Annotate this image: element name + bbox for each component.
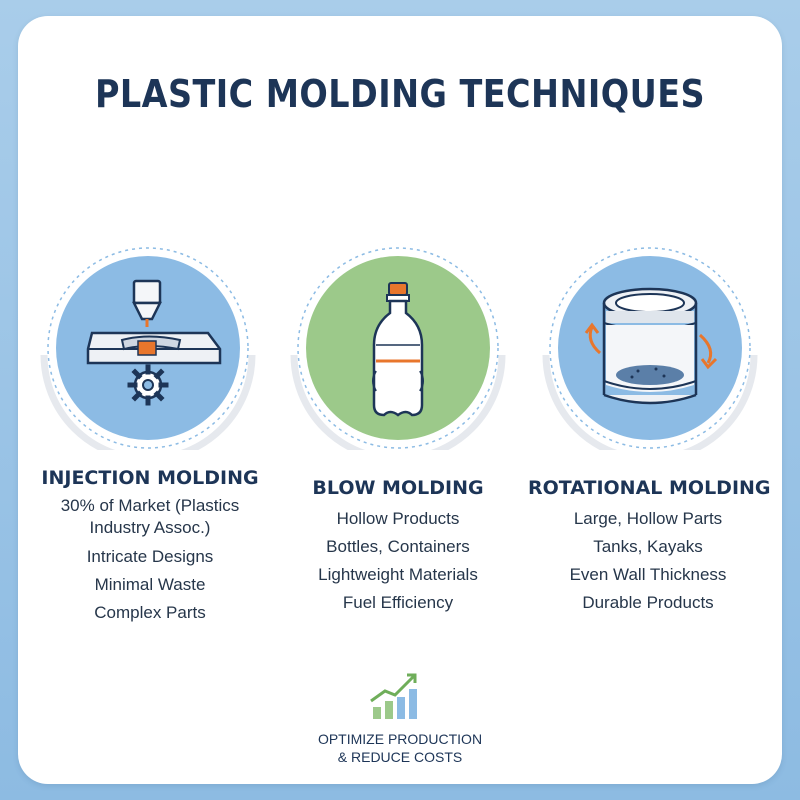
column-line: Lightweight Materials: [318, 565, 478, 584]
column-rotational-molding: ROTATIONAL MOLDING Large, Hollow Parts T…: [528, 245, 771, 617]
column-injection-molding: INJECTION MOLDING 30% of Market (Plastic…: [30, 245, 270, 627]
column-line: Bottles, Containers: [326, 537, 470, 556]
column-line: Large, Hollow Parts: [573, 509, 723, 528]
bottle-icon: [278, 245, 518, 450]
rotating-drum-icon: [528, 245, 768, 450]
column-line: Fuel Efficiency: [342, 593, 454, 612]
column-lines: Large, Hollow Parts Tanks, Kayaks Even W…: [528, 505, 768, 617]
column-lines: Hollow Products Bottles, Containers Ligh…: [278, 505, 518, 617]
footer: OPTIMIZE PRODUCTION & REDUCE COSTS: [300, 665, 500, 766]
column-blow-molding: BLOW MOLDING Hollow Products Bottles, Co…: [278, 245, 518, 617]
column-line: 30% of Market (Plastics: [60, 496, 240, 515]
column-heading: ROTATIONAL MOLDING: [528, 477, 771, 499]
injection-mold-icon: [30, 245, 270, 450]
column-line: Complex Parts: [94, 603, 206, 622]
column-line: Industry Assoc.): [89, 518, 211, 537]
column-line: Minimal Waste: [94, 575, 206, 594]
column-line: Hollow Products: [336, 509, 460, 528]
column-lines: 30% of Market (Plastics Industry Assoc.)…: [30, 495, 270, 627]
column-heading: INJECTION MOLDING: [41, 467, 259, 489]
column-line: Tanks, Kayaks: [593, 537, 703, 556]
footer-line: OPTIMIZE PRODUCTION: [317, 731, 483, 747]
column-line: Intricate Designs: [86, 547, 214, 566]
column-heading: BLOW MOLDING: [312, 477, 484, 499]
page-title: PLASTIC MOLDING TECHNIQUES: [94, 72, 706, 116]
column-line: Even Wall Thickness: [569, 565, 727, 584]
growth-chart-icon: [370, 673, 417, 719]
footer-line: & REDUCE COSTS: [337, 749, 463, 765]
column-line: Durable Products: [582, 593, 714, 612]
